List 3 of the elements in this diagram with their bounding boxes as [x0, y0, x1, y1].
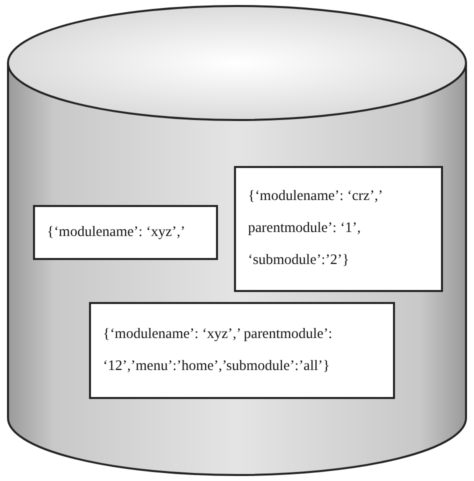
record-card: {‘modulename’: ‘crz’,’ parentmodule’: ‘1’, ‘submodule’:’2’} — [234, 166, 443, 292]
record-card: {‘modulename’: ‘xyz’,’ — [33, 205, 218, 260]
record-card: {‘modulename’: ‘xyz’,’ parentmodule’: ‘12’,’menu’:’home’,’submodule’:’all’} — [89, 302, 395, 399]
